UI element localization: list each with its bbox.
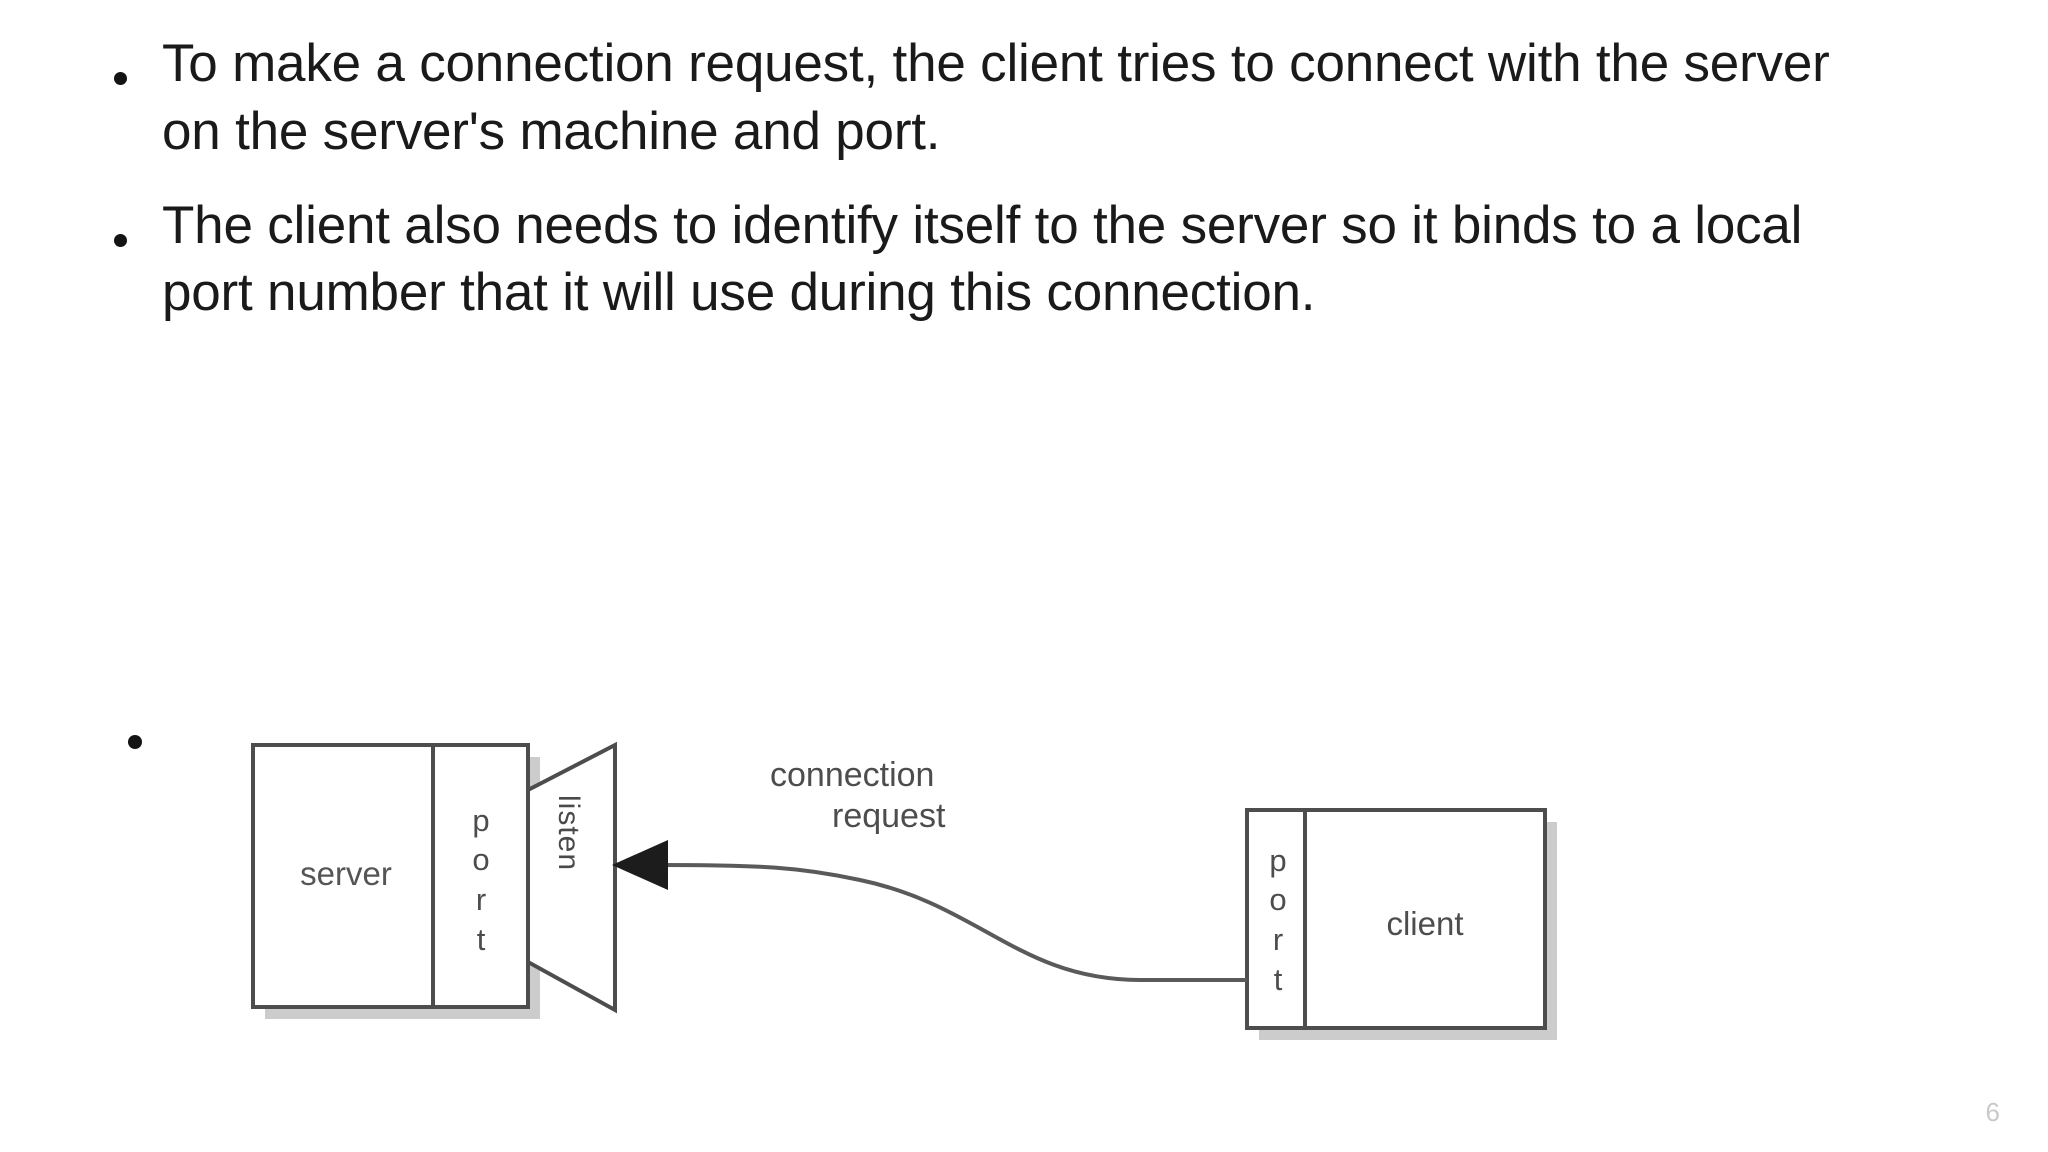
bullet-list: To make a connection request, the client… [100, 30, 1980, 353]
port-letter: p [1269, 842, 1287, 878]
list-item: To make a connection request, the client… [100, 30, 1980, 166]
port-letter: o [472, 842, 490, 878]
server-label: server [300, 855, 392, 892]
bullet-text: The client also needs to identify itself… [162, 195, 1803, 323]
port-letter: r [1272, 922, 1284, 957]
connection-request-line1: connection [770, 756, 935, 794]
connection-request-line [659, 863, 1247, 982]
client-box-shadow [1259, 822, 1557, 1040]
bullet-dot-icon [128, 735, 142, 749]
connection-request-label: connection request [770, 755, 945, 838]
bullet-text: To make a connection request, the client… [162, 34, 1830, 161]
client-port-label: p o r t [1252, 820, 1304, 1020]
bullet-dot-icon [100, 192, 162, 254]
listen-funnel [526, 741, 617, 1014]
port-letter: t [1273, 961, 1283, 997]
server-box [251, 743, 530, 1009]
port-letter: p [472, 802, 490, 838]
server-port-label: p o r t [437, 760, 525, 1000]
page-number: 6 [1985, 1097, 2000, 1127]
connection-request-arrowhead [612, 840, 668, 890]
list-item: The client also needs to identify itself… [100, 192, 1980, 328]
port-letter: t [476, 921, 486, 957]
listen-label: listen [552, 795, 585, 872]
client-label: client [1386, 905, 1464, 942]
connection-request-line2: request [832, 797, 946, 836]
port-letter: r [475, 882, 487, 917]
port-letter: o [1269, 882, 1287, 918]
bullet-dot-icon [100, 30, 162, 92]
client-box [1245, 808, 1547, 1030]
server-box-shadow [265, 757, 540, 1019]
